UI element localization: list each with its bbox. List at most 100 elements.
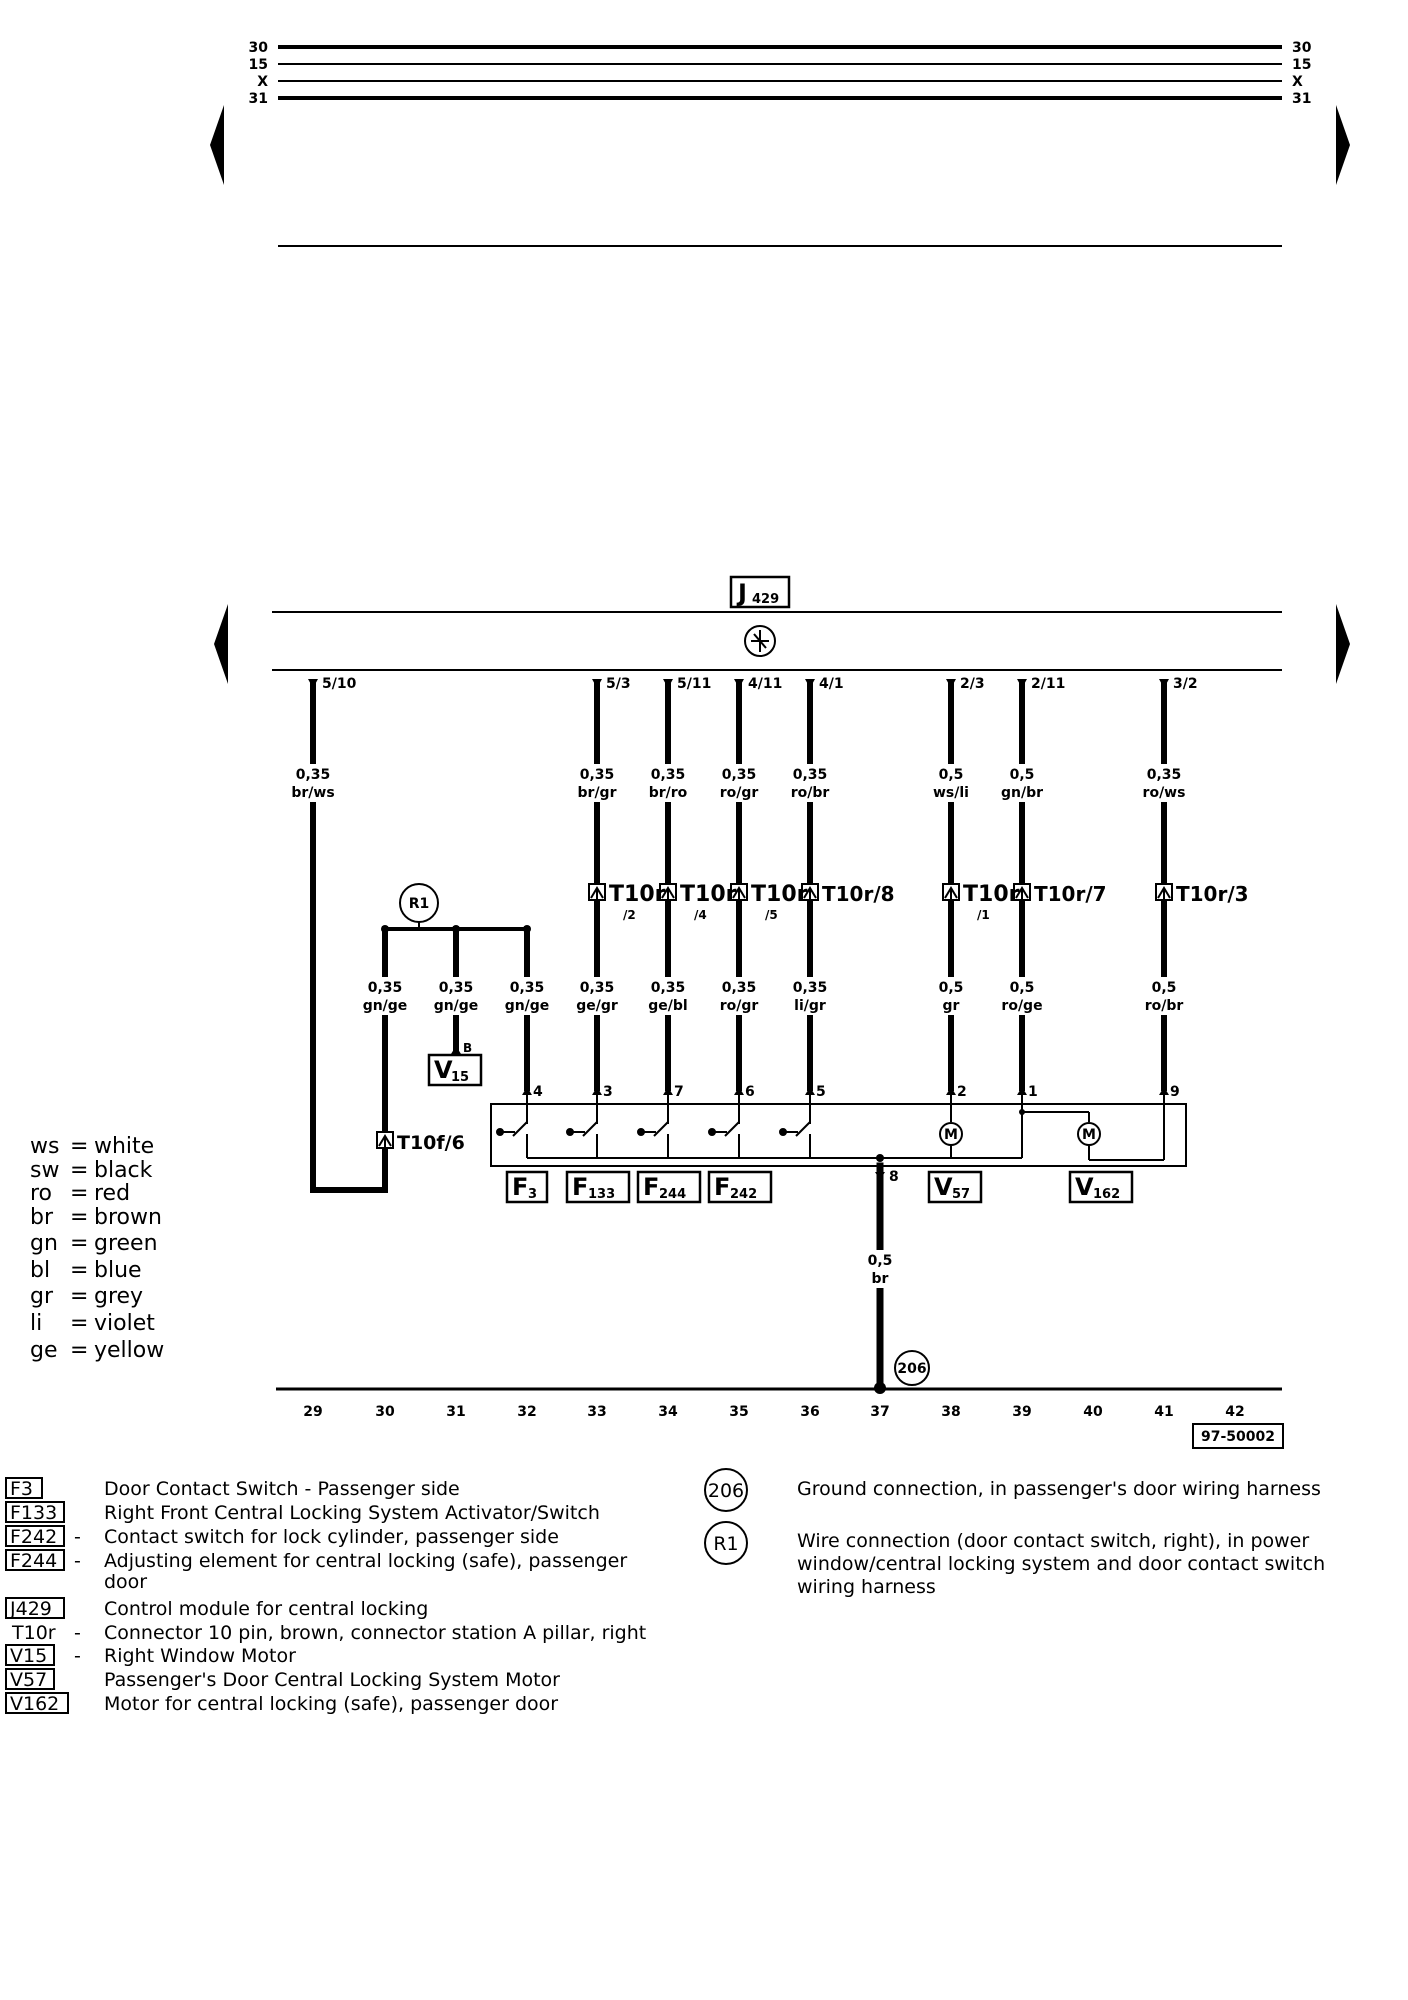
legend-r1-symbol [704, 1521, 748, 1565]
j429-label-box [729, 575, 791, 609]
bus-label-left-x: X [257, 74, 268, 90]
wire-color: br/ro [649, 785, 688, 801]
pin-label: 3/2 [1173, 676, 1198, 692]
bus-label-right-15: 15 [1292, 57, 1311, 73]
wire-size: 0,35 [651, 767, 686, 783]
connector-markers-t10r: T10r /2 T10r /4 T10r /5 T10r/8 T10r /1 T… [588, 882, 1249, 922]
component-code: V [1075, 1173, 1094, 1201]
legend-abbr: ge [30, 1338, 58, 1363]
v15-box [427, 1053, 483, 1087]
wire-size: 0,5 [868, 1253, 893, 1269]
top-pin-labels: 5/10 5/3 5/11 4/11 4/1 2/3 2/11 3/2 [322, 676, 1198, 692]
pin-arrow [1017, 1087, 1027, 1095]
bus-label-right-x: X [1292, 74, 1303, 90]
component-code: F [643, 1173, 659, 1201]
wire-color: ge/bl [648, 998, 687, 1014]
connector-icon [801, 883, 819, 901]
legend-text: Right Window Motor [104, 1645, 296, 1667]
legend-code: F242 [10, 1526, 57, 1548]
upper-wire-labels: 0,35 br/ws 0,35 br/gr 0,35 br/ro 0,35 ro… [290, 764, 1187, 802]
legend-abbr: br [30, 1205, 54, 1230]
wire-size: 0,35 [368, 980, 403, 996]
legend-symbol-text: Wire connection (door contact switch, ri… [797, 1530, 1309, 1552]
wire-size: 0,35 [722, 767, 757, 783]
component-labels: F 3 F 133 F 244 F 242 V 57 V 162 [505, 1170, 1134, 1204]
housing-outline [490, 1103, 1187, 1167]
r1-junction [523, 925, 531, 933]
previous-page-arrow-mid[interactable] [214, 604, 228, 684]
wire-color: gn/ge [505, 998, 550, 1014]
wire-color: ro/ws [1143, 785, 1186, 801]
legend-name: blue [94, 1258, 142, 1283]
switch-f242 [708, 1104, 740, 1158]
track-number: 32 [517, 1404, 536, 1420]
legend-eq: = [70, 1284, 88, 1309]
legend-text: Contact switch for lock cylinder, passen… [104, 1526, 559, 1548]
track-number: 37 [870, 1404, 889, 1420]
r1-junction [452, 925, 460, 933]
legend-dash: - [74, 1622, 81, 1644]
track-number: 36 [800, 1404, 819, 1420]
track-number: 30 [375, 1404, 395, 1420]
wire-color: gn/ge [434, 998, 479, 1014]
pin-label: 2/11 [1031, 676, 1065, 692]
j429-sub: 429 [752, 592, 779, 607]
legend-code-box [5, 1597, 65, 1619]
connector-label: T10r [963, 882, 1020, 907]
legend-code: F3 [10, 1478, 33, 1500]
legend-code-box [5, 1644, 55, 1666]
pin-arrow [592, 1087, 602, 1095]
legend-eq: = [70, 1338, 88, 1363]
legend-code-box [5, 1549, 65, 1571]
box-pin-label: 3 [603, 1084, 613, 1100]
switch-unlabeled [779, 1104, 811, 1158]
connector-sublabel: /4 [694, 908, 707, 922]
pin-arrow [1159, 679, 1169, 688]
legend-name: white [94, 1134, 154, 1159]
v15-code: V [434, 1056, 453, 1084]
connector-t10f6: T10f/6 [376, 1131, 465, 1154]
figure-code: 97-50002 [1201, 1429, 1275, 1445]
legend-name: grey [94, 1284, 143, 1309]
connector-label: T10r/7 [1034, 882, 1107, 906]
wire-color: ro/gr [720, 998, 759, 1014]
wire-color: br [872, 1271, 889, 1287]
legend-name: green [94, 1231, 158, 1256]
legend-code: V57 [10, 1669, 47, 1691]
v15-window-motor: B V 15 [427, 1041, 483, 1087]
pin-arrow [805, 1087, 815, 1095]
legend-dash: - [74, 1645, 81, 1667]
component-box-v57 [927, 1170, 983, 1204]
component-code: F [572, 1173, 588, 1201]
pin-label: 5/3 [606, 676, 631, 692]
pin-arrow [522, 1087, 532, 1095]
box-pin-label: 4 [533, 1084, 543, 1100]
connector-label: T10r/3 [1176, 882, 1249, 906]
track-number: 42 [1225, 1404, 1244, 1420]
pin-arrow [946, 1087, 956, 1095]
wire-size: 0,35 [580, 980, 615, 996]
track-number: 40 [1083, 1404, 1103, 1420]
next-page-arrow-mid[interactable] [1336, 604, 1350, 684]
connector-label: T10r [680, 882, 737, 907]
wire-color-legend: ws = white sw = black ro = red br = brow… [30, 1134, 164, 1363]
wire-size: 0,35 [793, 767, 828, 783]
wire-size: 0,35 [793, 980, 828, 996]
r1-symbol [399, 883, 439, 923]
next-page-arrow-top[interactable] [1336, 105, 1350, 185]
track-number: 34 [658, 1404, 678, 1420]
track-number: 33 [587, 1404, 606, 1420]
previous-page-arrow-top[interactable] [210, 105, 224, 185]
connector-label: T10r [751, 882, 808, 907]
wire-color: ws/li [933, 785, 969, 801]
component-sub: 244 [659, 1187, 686, 1202]
legend-text: Door Contact Switch - Passenger side [104, 1478, 460, 1500]
legend-name: violet [94, 1311, 155, 1336]
pin-label: 2/3 [960, 676, 985, 692]
legend-abbr: ws [30, 1134, 59, 1159]
connector-sublabel: /2 [623, 908, 636, 922]
r1-splice: R1 [381, 883, 531, 933]
connector-sublabel: /1 [977, 908, 990, 922]
bus-label-left-15: 15 [249, 57, 268, 73]
legend-abbr: gr [30, 1284, 54, 1309]
